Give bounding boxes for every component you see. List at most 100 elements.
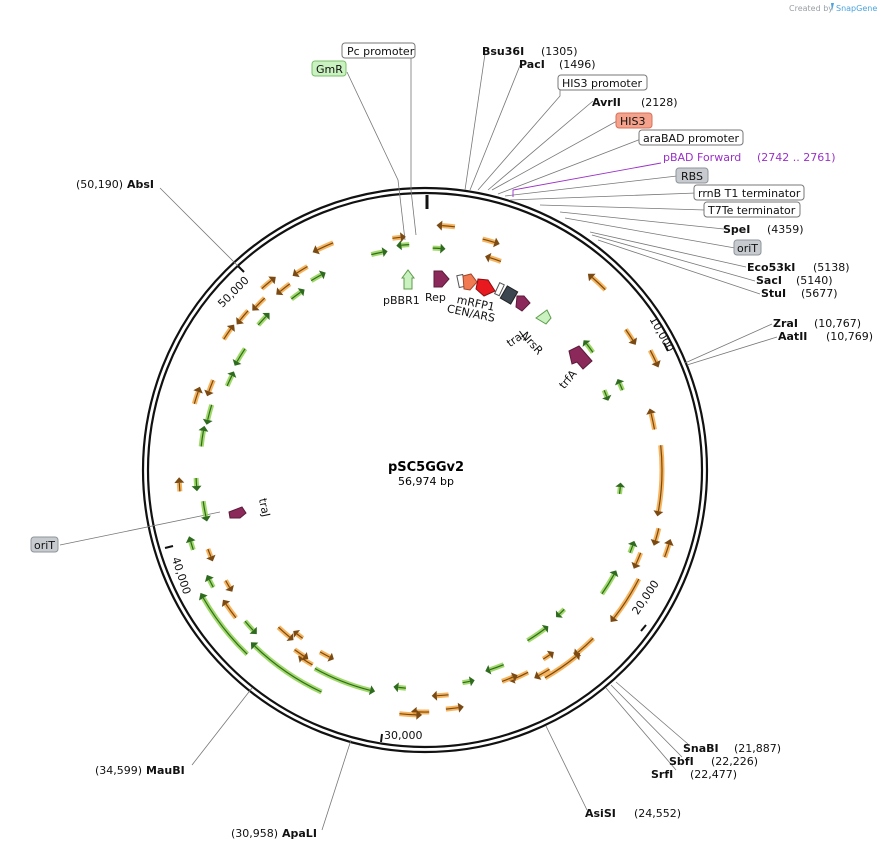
orf-arrow-core <box>371 251 383 256</box>
orf-arrow-head <box>628 540 638 548</box>
traj-left-arrow[interactable] <box>228 506 247 519</box>
orf-arrow-head <box>468 676 475 687</box>
orf-arrow-head <box>582 340 591 347</box>
his3-label[interactable]: HIS3 <box>620 115 646 128</box>
orf-arrow-head <box>204 389 214 397</box>
arabad-promoter-label[interactable]: araBAD promoter <box>643 132 740 145</box>
eco53ki-pos: (5138) <box>813 261 850 274</box>
orf-arrow-head <box>602 394 612 401</box>
orf-arrow-head <box>381 247 388 257</box>
orf-arrow-core <box>279 283 291 292</box>
trfa-arrow[interactable] <box>568 345 593 370</box>
his3-arrow[interactable] <box>475 278 496 297</box>
pc-promoter-label[interactable]: Pc promoter <box>347 45 415 58</box>
orf-arrow-core <box>398 686 406 689</box>
orf-arrow-core <box>601 574 615 595</box>
orf-arrow-head <box>396 240 402 251</box>
orf-arrow-head <box>615 482 626 488</box>
leader-his3-promoter <box>477 84 561 191</box>
snabi-label[interactable]: SnaBI <box>683 742 719 755</box>
orf-arrow-head <box>191 485 202 492</box>
orf-arrow-head <box>493 237 500 248</box>
orf-arrow-core <box>314 667 371 691</box>
orf-arrow-head <box>174 477 185 484</box>
rep-label: Rep <box>425 291 446 304</box>
orf-arrow-core <box>225 580 231 588</box>
orf-arrow-head <box>457 702 464 713</box>
asisi-label[interactable]: AsiSI <box>585 807 616 820</box>
top-labels: Pc promoter GmR Bsu36I (1305) PacI (1496… <box>311 42 873 343</box>
eco53ki-label[interactable]: Eco53kI <box>747 261 795 274</box>
apali-label[interactable]: ApaLI <box>282 827 317 840</box>
orf-arrow-core <box>527 628 546 642</box>
orf-arrow-head <box>198 425 209 432</box>
orf-arrow-head <box>431 690 438 701</box>
orf-arrow[interactable] <box>313 666 371 693</box>
pbad-forward-label[interactable]: pBAD Forward <box>663 151 741 164</box>
zrai-label[interactable]: ZraI <box>773 317 798 330</box>
asisi-pos: (24,552) <box>634 807 681 820</box>
leader-pbad-forward <box>512 162 662 197</box>
rbs-box <box>675 167 709 184</box>
orf-arrow-core <box>254 645 322 693</box>
orf-arrow-head <box>268 276 276 285</box>
paci-label[interactable]: PacI <box>519 58 545 71</box>
srfi-label[interactable]: SrfI <box>651 768 673 781</box>
orf-arrow-head <box>252 303 260 311</box>
orf-arrow-head <box>250 642 259 650</box>
orf-arrow-core <box>239 310 249 321</box>
leader-bsu36i <box>464 53 486 191</box>
rrnb-label[interactable]: rrnB T1 terminator <box>698 187 801 200</box>
avrii-pos: (2128) <box>641 96 678 109</box>
bsu36i-label[interactable]: Bsu36I <box>482 45 524 58</box>
saci-label[interactable]: SacI <box>756 274 782 287</box>
mrfp1-arrow[interactable] <box>462 273 478 291</box>
orit-top-label[interactable]: oriT <box>737 242 758 255</box>
nrsr-arrow[interactable] <box>535 309 552 325</box>
orf-arrow-core <box>392 236 401 239</box>
orf-arrow-core <box>445 707 459 710</box>
orf-arrow-head <box>393 682 399 693</box>
orf-arrow-core <box>629 545 634 554</box>
gmr-label[interactable]: GmR <box>316 63 343 76</box>
orf-arrow-head <box>301 652 309 661</box>
orf-arrow-head <box>653 510 664 517</box>
orf-arrow-core <box>226 375 233 387</box>
orf-arrow-head <box>534 671 542 680</box>
his3-promoter-label[interactable]: HIS3 promoter <box>562 77 643 90</box>
arabad-feature[interactable] <box>493 282 505 297</box>
saci-pos: (5140) <box>796 274 833 287</box>
stui-label[interactable]: StuI <box>761 287 786 300</box>
leader-arabad-promoter <box>497 138 642 195</box>
avrii-label[interactable]: AvrII <box>592 96 621 109</box>
t7te-label[interactable]: T7Te terminator <box>707 204 796 217</box>
pbbr1-arrow[interactable] <box>401 269 415 290</box>
leader-absi <box>159 187 239 267</box>
tick-mark-30000 <box>380 733 383 743</box>
orf-arrow-head <box>185 536 196 544</box>
orf-arrow-core <box>225 603 237 619</box>
orf-arrow-head <box>293 630 300 638</box>
tick-label-40000: 40,000 <box>169 555 193 596</box>
orit-left-label[interactable]: oriT <box>34 539 55 552</box>
orf-arrow-head <box>292 268 300 278</box>
spei-label[interactable]: SpeI <box>723 223 750 236</box>
orf-arrow[interactable] <box>253 644 323 695</box>
orf-arrow-core <box>544 656 577 679</box>
orf-arrow-head <box>206 554 216 562</box>
maubi-label[interactable]: MauBI <box>146 764 185 777</box>
sbfi-label[interactable]: SbfI <box>669 755 694 768</box>
nrsr-label: NrsR <box>518 329 545 357</box>
rep-arrow[interactable] <box>433 270 450 288</box>
arabad-promoter-box <box>638 129 744 146</box>
absi-label[interactable]: AbsI <box>127 178 154 191</box>
orf-arrow-core <box>223 328 232 340</box>
aatii-label[interactable]: AatII <box>778 330 807 343</box>
terminator-block[interactable] <box>499 285 519 305</box>
rbs-label[interactable]: RBS <box>681 170 703 183</box>
traj-top-arrow[interactable] <box>515 295 531 312</box>
leader-gmr <box>346 71 406 241</box>
leader-rrnb <box>509 192 697 201</box>
orf-arrow-core <box>650 413 656 430</box>
orf-arrow-head <box>225 584 234 592</box>
